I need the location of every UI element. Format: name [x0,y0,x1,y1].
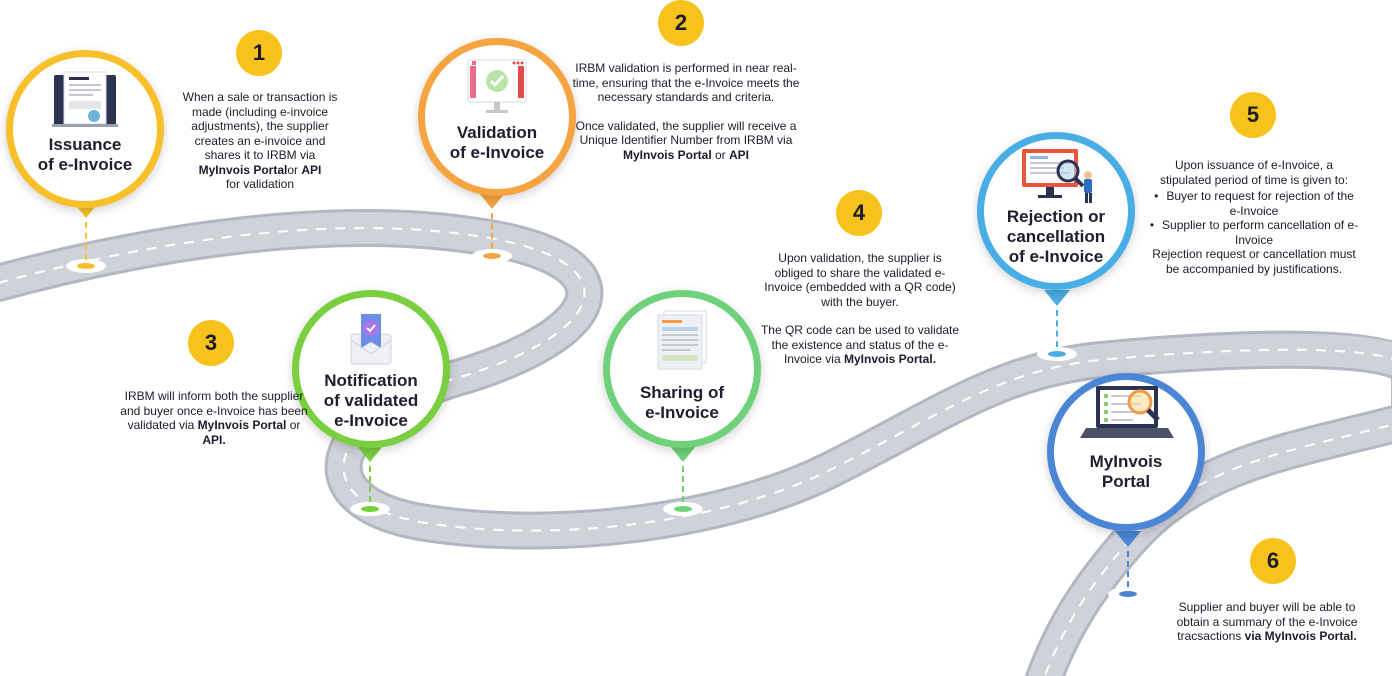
step-description: When a sale or transaction is made (incl… [160,90,360,192]
road-marker-3 [350,502,390,516]
stem-3 [369,466,371,502]
step-description: Supplier and buyer will be able to obtai… [1164,600,1370,644]
stem-1 [85,222,87,260]
pin-tail-3 [357,446,383,462]
stem-4 [682,466,684,502]
step-number-badge: 3 [188,320,234,366]
step-number-badge: 4 [836,190,882,236]
invoice-document-icon [50,69,120,131]
road-marker-6 [1108,587,1148,601]
road-marker-4 [663,502,703,516]
stem-6 [1127,551,1129,587]
stem-2 [491,213,493,249]
step-number-badge: 5 [1230,92,1276,138]
monitor-checkmark-icon [458,57,536,119]
step-number-badge: 1 [236,30,282,76]
pin-tail-5 [1044,290,1070,306]
pin-tail-4 [670,446,696,462]
step-description: IRBM will inform both the supplier and b… [118,389,310,447]
stem-5 [1056,310,1058,347]
road-marker-2 [472,249,512,263]
bullet-item: Supplier to perform cancellation of e-In… [1148,218,1360,247]
road-marker-5 [1037,347,1077,361]
envelope-badge-icon [341,309,401,371]
bullet-item: Buyer to request for rejection of the e-… [1148,189,1360,218]
road-marker-1 [66,259,106,273]
step-description: Upon validation, the supplier is obliged… [760,251,960,367]
monitor-magnifier-person-icon [1016,145,1096,207]
step-number-badge: 6 [1250,538,1296,584]
step-number-badge: 2 [658,0,704,46]
invoice-stack-icon [650,309,714,371]
step-description: Upon issuance of e-Invoice, a stipulated… [1148,158,1360,276]
laptop-magnifier-icon [1076,384,1176,446]
step-description: IRBM validation is performed in near rea… [572,61,800,162]
bullet-list: Buyer to request for rejection of the e-… [1148,189,1360,247]
pin-tail-6 [1115,531,1141,547]
